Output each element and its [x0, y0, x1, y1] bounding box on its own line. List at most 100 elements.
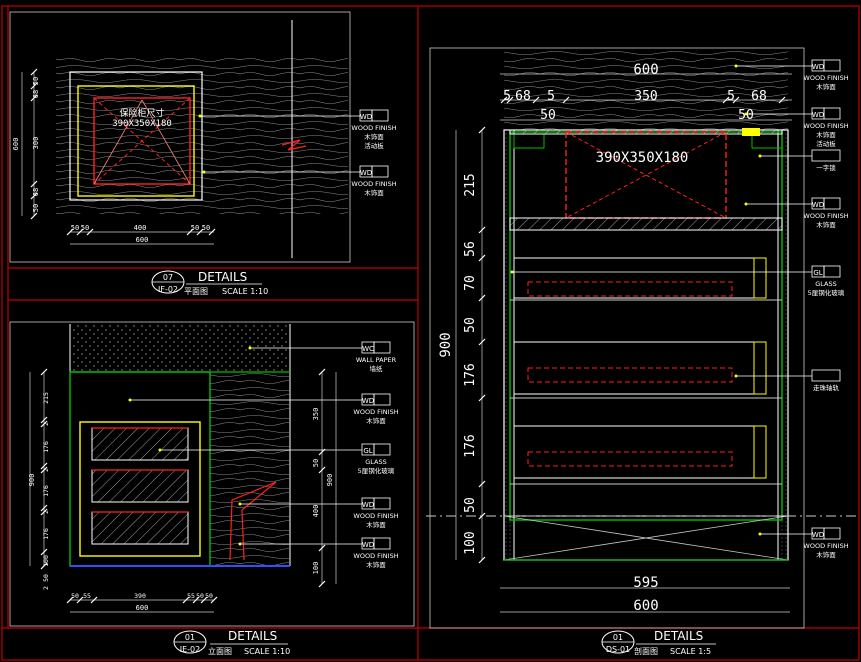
- section-dim-top-sub: 50: [540, 108, 556, 123]
- elevation-title-block: 01 IE-02 DETAILS 立面图 SCALE 1:10: [173, 629, 290, 656]
- plan-box-label-2: 390X350X180: [112, 119, 172, 129]
- callout-text: 走珠轴轨: [813, 383, 840, 392]
- callout-code: WD: [812, 531, 824, 539]
- callout-code: WD: [362, 541, 374, 549]
- plan-dim-left-value: 68: [32, 188, 40, 196]
- section-dim-left-value: 50: [463, 497, 478, 513]
- callout-text: WOOD FINISH: [803, 542, 848, 550]
- callout-text: 5厘钢化玻璃: [358, 466, 395, 475]
- callout-text: WOOD FINISH: [803, 74, 848, 82]
- plan-dim-bottom-value: 50: [202, 224, 210, 232]
- plan-title-scale: SCALE 1:10: [222, 287, 268, 296]
- plan-dim-left-value: 68: [32, 90, 40, 98]
- plan-dim-left-value: 300: [32, 137, 40, 150]
- plan-dim-left-total: 600: [12, 138, 20, 151]
- callout-code: WD: [362, 501, 374, 509]
- plan-dim-bottom-total: 600: [136, 236, 149, 244]
- elevation-title-ref: IE-02: [180, 645, 200, 654]
- section-dim-left-value: 176: [463, 434, 478, 457]
- elevation-title-num: 01: [185, 633, 195, 642]
- callout-code: WD: [362, 397, 374, 405]
- section-dim-left: [455, 130, 483, 560]
- elevation-dim-left-value: 176: [42, 485, 50, 497]
- elevation-dim-left-extra: 50: [42, 574, 50, 582]
- section-title-sub: 剖面图: [634, 646, 658, 656]
- callout-code: WD: [360, 169, 372, 177]
- callout-text: GLASS: [365, 458, 387, 466]
- elevation-dim-bottom-total: 600: [136, 604, 149, 612]
- callout-text: WOOD FINISH: [803, 122, 848, 130]
- section-title-ref: DS-01: [606, 645, 630, 654]
- elevation-dim-bottom-value: 50: [71, 592, 79, 600]
- callout-text: WOOD FINISH: [353, 512, 398, 520]
- callout-code: WD: [812, 201, 824, 209]
- section-box-label: 390X350X180: [596, 150, 689, 166]
- elevation-title-sub: 立面图: [208, 646, 232, 656]
- elevation-dim-left-total: 900: [28, 474, 36, 487]
- plan-title-block: 07 IF-02 DETAILS 平面图 SCALE 1:10: [151, 270, 268, 296]
- elevation-dim-bottom-value: 50: [205, 592, 213, 600]
- callout-text: 活动板: [364, 141, 384, 150]
- elevation-dim-left-value: 100: [42, 555, 50, 567]
- elevation-dim-left-value: 2: [42, 422, 50, 426]
- callout-text: 木饰面: [364, 132, 384, 141]
- section-dim-left-value: 215: [463, 173, 478, 196]
- section-dim-left-value: 50: [463, 317, 478, 333]
- section-dim-top: [500, 73, 792, 121]
- callout-text: WOOD FINISH: [353, 408, 398, 416]
- elevation-dim-left-value: 176: [42, 528, 50, 540]
- callout-text: 木饰面: [816, 550, 836, 559]
- callout-text: 木饰面: [816, 220, 836, 229]
- plan-title: DETAILS: [198, 270, 247, 284]
- plan-dim-bottom-value: 50: [81, 224, 89, 232]
- callout-text: WALL PAPER: [356, 356, 397, 364]
- callout-text: 一字锁: [816, 163, 836, 172]
- elevation-dim-left-extra: 2: [42, 586, 50, 590]
- section-dim-left-value: 70: [463, 275, 478, 291]
- plan-title-ref: IF-02: [158, 285, 178, 294]
- section-title-scale: SCALE 1:5: [670, 647, 711, 656]
- plan-title-num: 07: [163, 273, 173, 282]
- elevation-dim-bottom-value: 390: [134, 592, 146, 600]
- section-dim-left-value: 56: [463, 241, 478, 257]
- callout-code: WD: [812, 63, 824, 71]
- callout-text: WOOD FINISH: [351, 180, 396, 188]
- section-dim-top-value: 5: [503, 89, 511, 104]
- elevation-dim-left-value: 2: [42, 510, 50, 514]
- elevation-dim-left-value: 2: [42, 468, 50, 472]
- section-view: 390X350X180 600 56853505685050: [426, 48, 860, 614]
- section-dim-left-value: 176: [463, 363, 478, 386]
- plan-dim-left-value: 50: [32, 77, 40, 85]
- callout-text: WOOD FINISH: [353, 552, 398, 560]
- section-drawers: [510, 257, 782, 485]
- callout-code: WD: [812, 111, 824, 119]
- elevation-dim-left-value: 176: [42, 441, 50, 453]
- elevation-dim-right-value: 100: [312, 562, 320, 575]
- callout-text: WOOD FINISH: [351, 124, 396, 132]
- section-title-block: 01 DS-01 DETAILS 剖面图 SCALE 1:5: [601, 629, 716, 656]
- elevation-dim-bottom-value: 55: [187, 592, 195, 600]
- callout-code: GL: [363, 447, 372, 455]
- callout-code: WD: [360, 113, 372, 121]
- plan-title-sub: 平面图: [184, 287, 208, 296]
- section-top-total: 600: [633, 62, 658, 78]
- callout-text: 木饰面: [366, 520, 386, 529]
- plan-dim-bottom-value: 400: [134, 224, 147, 232]
- elevation-dim-right-value: 400: [312, 505, 320, 518]
- section-bottom-inner: 595: [633, 575, 658, 591]
- elevation-dim-bottom-value: 55: [83, 592, 91, 600]
- section-dim-top-value: 68: [751, 89, 767, 104]
- elevation-dim-right-total: 900: [326, 474, 334, 487]
- callout-text: 墙纸: [370, 364, 384, 373]
- plan-dim-bottom-value: 50: [191, 224, 199, 232]
- callout-code: GL: [813, 269, 822, 277]
- callout-text: 活动板: [816, 139, 836, 148]
- elevation-dim-bottom-value: 50: [196, 592, 204, 600]
- elevation-dim-left-value: 215: [42, 392, 50, 404]
- elevation-title: DETAILS: [228, 629, 277, 643]
- section-title: DETAILS: [654, 629, 703, 643]
- elevation-title-scale: SCALE 1:10: [244, 647, 290, 656]
